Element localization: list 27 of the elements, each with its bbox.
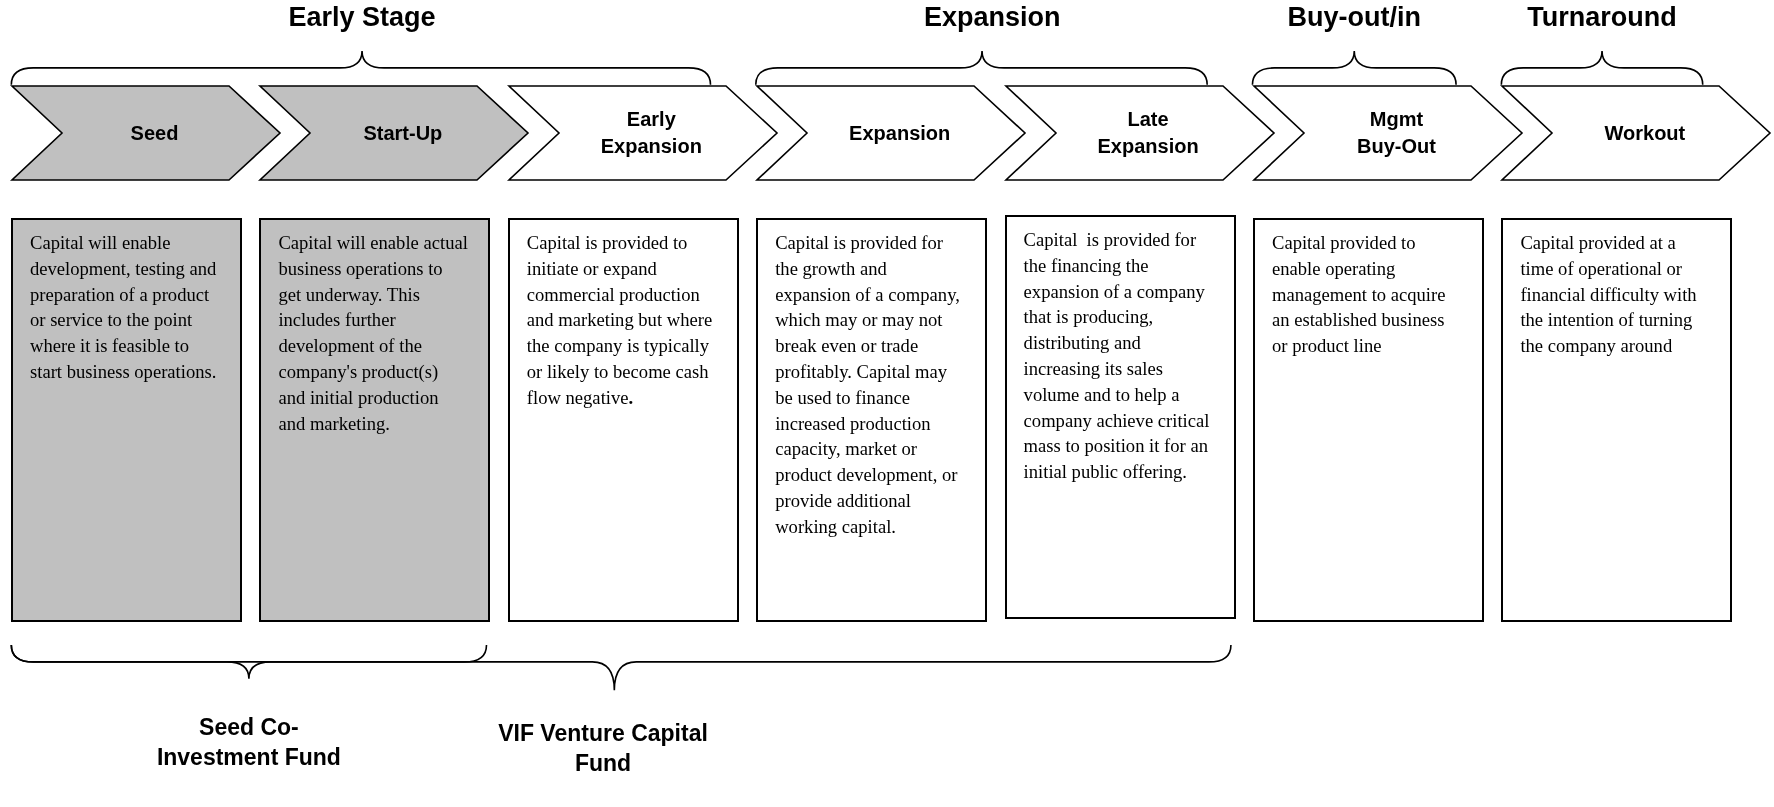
stage-title: Workout xyxy=(1603,120,1687,146)
group-label: VIF Venture Capital Fund xyxy=(497,719,709,778)
group-label: Early Stage xyxy=(287,2,437,32)
stage-title: Late Expansion xyxy=(1097,107,1200,159)
group-label: Buy-out/in xyxy=(1286,2,1422,32)
description-box xyxy=(1501,218,1733,622)
description-text: Capital will enable development, testing and preparation of a product or service to the point where it is feasible to start business operations. xyxy=(30,231,218,384)
description-text: Capital provided at a time of operational or financial difficulty with the intention of turning the company around xyxy=(1520,231,1698,359)
description-box xyxy=(1004,215,1236,619)
group-label: Turnaround xyxy=(1526,2,1678,32)
description-box xyxy=(756,218,988,622)
description-text: Capital is provided to initiate or expand commercial production and marketing but where the company is typically or likely to become cash flow negative. xyxy=(526,231,714,410)
description-text: Capital provided to enable operating management to acquire an established business or product line xyxy=(1272,231,1447,359)
description-text: Capital will enable actual business operations to get underway. This includes further development of the company's product(s) and initial production and marketing. xyxy=(278,231,469,436)
group-label: Expansion xyxy=(922,2,1062,32)
stage-title: Start-Up xyxy=(362,120,444,146)
stage-title: Mgmt Buy-Out xyxy=(1356,107,1437,159)
stage-title: Expansion xyxy=(848,120,951,146)
description-box xyxy=(1253,218,1484,622)
description-box xyxy=(259,218,491,622)
stage-title: Seed xyxy=(129,120,180,146)
description-box xyxy=(507,218,739,622)
stage-title: Early Expansion xyxy=(600,107,703,159)
group-label: Seed Co-Investment Fund xyxy=(155,713,342,772)
description-text: Capital is provided for the financing the expansion of a company that is producing, distributing and increasing its sales volume and to help a company achieve critical mass to position it for an initial public offering. xyxy=(1023,228,1211,485)
description-text: Capital is provided for the growth and expansion of a company, which may or may not break even or trade profitably. Capital may be used to finance increased production capacity, market or product development, or provide additional working capital. xyxy=(775,231,961,539)
description-box xyxy=(11,218,242,622)
